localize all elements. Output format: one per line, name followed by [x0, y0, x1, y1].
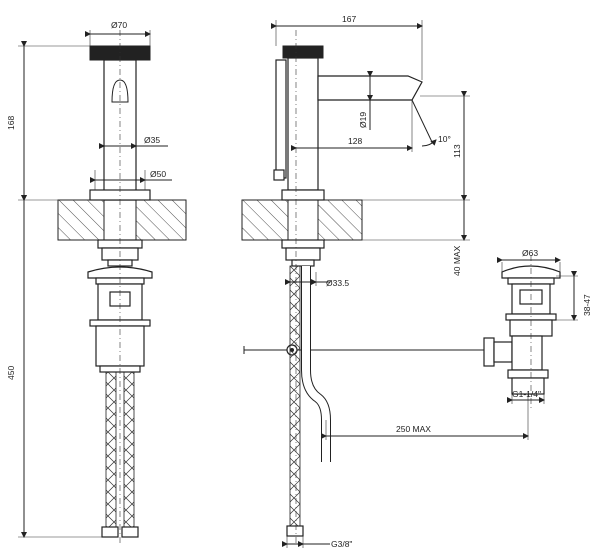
- front-dimensions: Ø70 168 450 Ø35 Ø50: [6, 20, 172, 538]
- dim-h40max: 40 MAX: [452, 245, 462, 276]
- dim-w128: 128: [348, 136, 362, 146]
- dim-d33: Ø33.5: [326, 278, 349, 288]
- waste-dimensions: Ø63 38-47 G1-1/4": [497, 248, 592, 404]
- dim-h3847: 38-47: [582, 294, 592, 316]
- dim-d50: Ø50: [150, 169, 166, 179]
- dim-d70: Ø70: [111, 20, 127, 30]
- dim-d63: Ø63: [522, 248, 538, 258]
- hose-left-side: [289, 265, 301, 527]
- side-view: [241, 30, 498, 545]
- faucet-body-side: [287, 57, 319, 191]
- waste-detail: [483, 255, 561, 410]
- dim-w250: 250 MAX: [396, 424, 431, 434]
- dim-h450: 450: [6, 366, 16, 380]
- dim-g38: G3/8": [331, 539, 352, 549]
- front-view: [57, 30, 187, 545]
- dim-a10: 10°: [438, 134, 451, 144]
- hose-right-front: [123, 371, 135, 528]
- handle-cap-side: [282, 45, 324, 59]
- dim-d19: Ø19: [358, 112, 368, 128]
- dim-d35: Ø35: [144, 135, 160, 145]
- dim-g114: G1-1/4": [512, 389, 541, 399]
- dim-h168: 168: [6, 116, 16, 130]
- dim-w167: 167: [342, 14, 356, 24]
- side-dimensions: 167 Ø19 128 10° 113 40 MAX Ø33.5 250 MAX: [271, 14, 529, 549]
- hose-left-front: [105, 371, 117, 528]
- dim-h113: 113: [452, 144, 462, 158]
